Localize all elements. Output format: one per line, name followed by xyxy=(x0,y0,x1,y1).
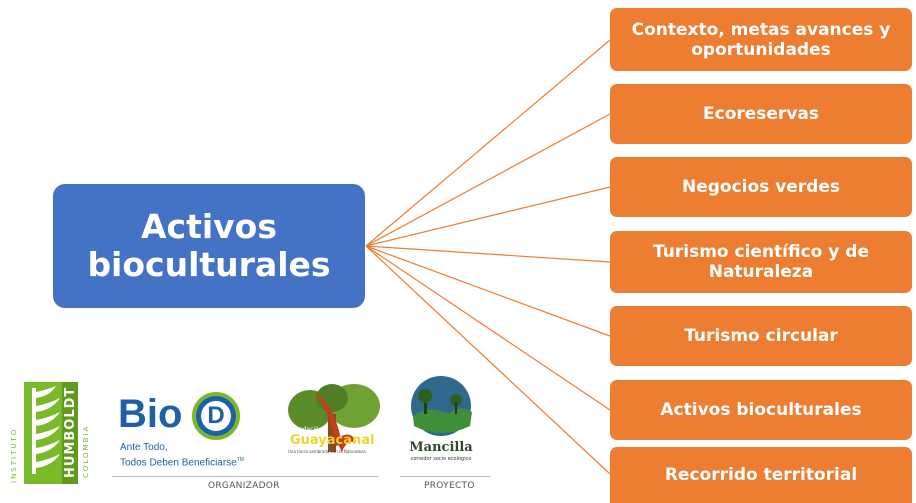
connector-line xyxy=(365,245,611,337)
humboldt-vertical-left: INSTITUTO xyxy=(10,427,18,483)
guayacanal-prefix: Fundación xyxy=(292,426,323,433)
branch-node-negocios-verdes: Negocios verdes xyxy=(610,157,912,217)
humboldt-logo: INSTITUTO HUMBOLDT COLOMBIA xyxy=(10,378,102,488)
central-node-line1: Activos xyxy=(140,207,277,246)
guayacanal-tagline: Una tierra sembrada con la Naturaleza xyxy=(288,449,366,454)
biod-tagline1: Ante Todo, xyxy=(120,442,168,453)
project-caption: PROYECTO xyxy=(424,481,475,491)
branch-node-turismo-circular: Turismo circular xyxy=(610,306,912,366)
wheat-icon xyxy=(24,382,78,484)
biod-tagline2: Todos Deben Beneficiarse xyxy=(120,457,237,469)
branch-label-line1: Contexto, metas avances y xyxy=(631,19,891,40)
branch-label: Turismo circular xyxy=(684,326,838,346)
project-rule xyxy=(400,476,490,477)
branch-label-line2: oportunidades xyxy=(691,39,831,60)
guayacanal-name: Guayacanal xyxy=(290,433,375,448)
branch-label: Activos bioculturales xyxy=(660,400,862,420)
branch-node-turismo-cientifico: Turismo científico y de Naturaleza xyxy=(610,231,912,293)
organizer-caption: ORGANIZADOR xyxy=(208,481,280,491)
branch-node-ecoreservas: Ecoreservas xyxy=(610,84,912,144)
branch-node-recorrido-territorial: Recorrido territorial xyxy=(610,447,912,503)
landscape-icon xyxy=(411,376,472,436)
branch-label: Recorrido territorial xyxy=(664,465,858,485)
humboldt-vertical-right: COLOMBIA xyxy=(82,424,90,478)
humboldt-name: HUMBOLDT xyxy=(63,386,78,478)
guayacanal-logo: Fundación Guayacanal Una tierra sembrada… xyxy=(284,382,382,468)
biod-d-circle: D xyxy=(192,392,240,440)
mancilla-tagline: corredor socio ecológico xyxy=(410,456,472,462)
branch-label: Ecoreservas xyxy=(703,104,819,124)
central-node: Activos bioculturales xyxy=(53,184,365,308)
mancilla-logo: Mancilla corredor socio ecológico xyxy=(400,374,482,470)
central-node-line2: bioculturales xyxy=(87,245,331,284)
branch-label-line1: Turismo científico y de xyxy=(653,242,869,262)
mancilla-name: Mancilla xyxy=(409,440,473,455)
connector-line xyxy=(365,113,611,247)
connector-line xyxy=(365,186,611,247)
branch-label-line2: Naturaleza xyxy=(708,262,814,282)
biod-name-d: D xyxy=(207,402,225,429)
connector-line xyxy=(365,39,611,247)
organizer-rule xyxy=(112,476,378,477)
tree-icon xyxy=(288,384,380,452)
branch-node-contexto: Contexto, metas avances y oportunidades xyxy=(610,8,912,71)
connector-line xyxy=(365,245,611,263)
biod-tm: TM xyxy=(236,457,244,463)
logo-strip: INSTITUTO HUMBOLDT COLOMBIA Bio D Ante T… xyxy=(0,370,520,503)
connector-line xyxy=(365,245,611,475)
biod-logo: Bio D Ante Todo, Todos Deben Beneficiars… xyxy=(118,392,278,472)
branch-node-activos-bioculturales: Activos bioculturales xyxy=(610,380,912,440)
biod-name-bio: Bio xyxy=(118,392,183,436)
connector-line xyxy=(365,245,611,411)
branch-label: Negocios verdes xyxy=(681,177,841,197)
